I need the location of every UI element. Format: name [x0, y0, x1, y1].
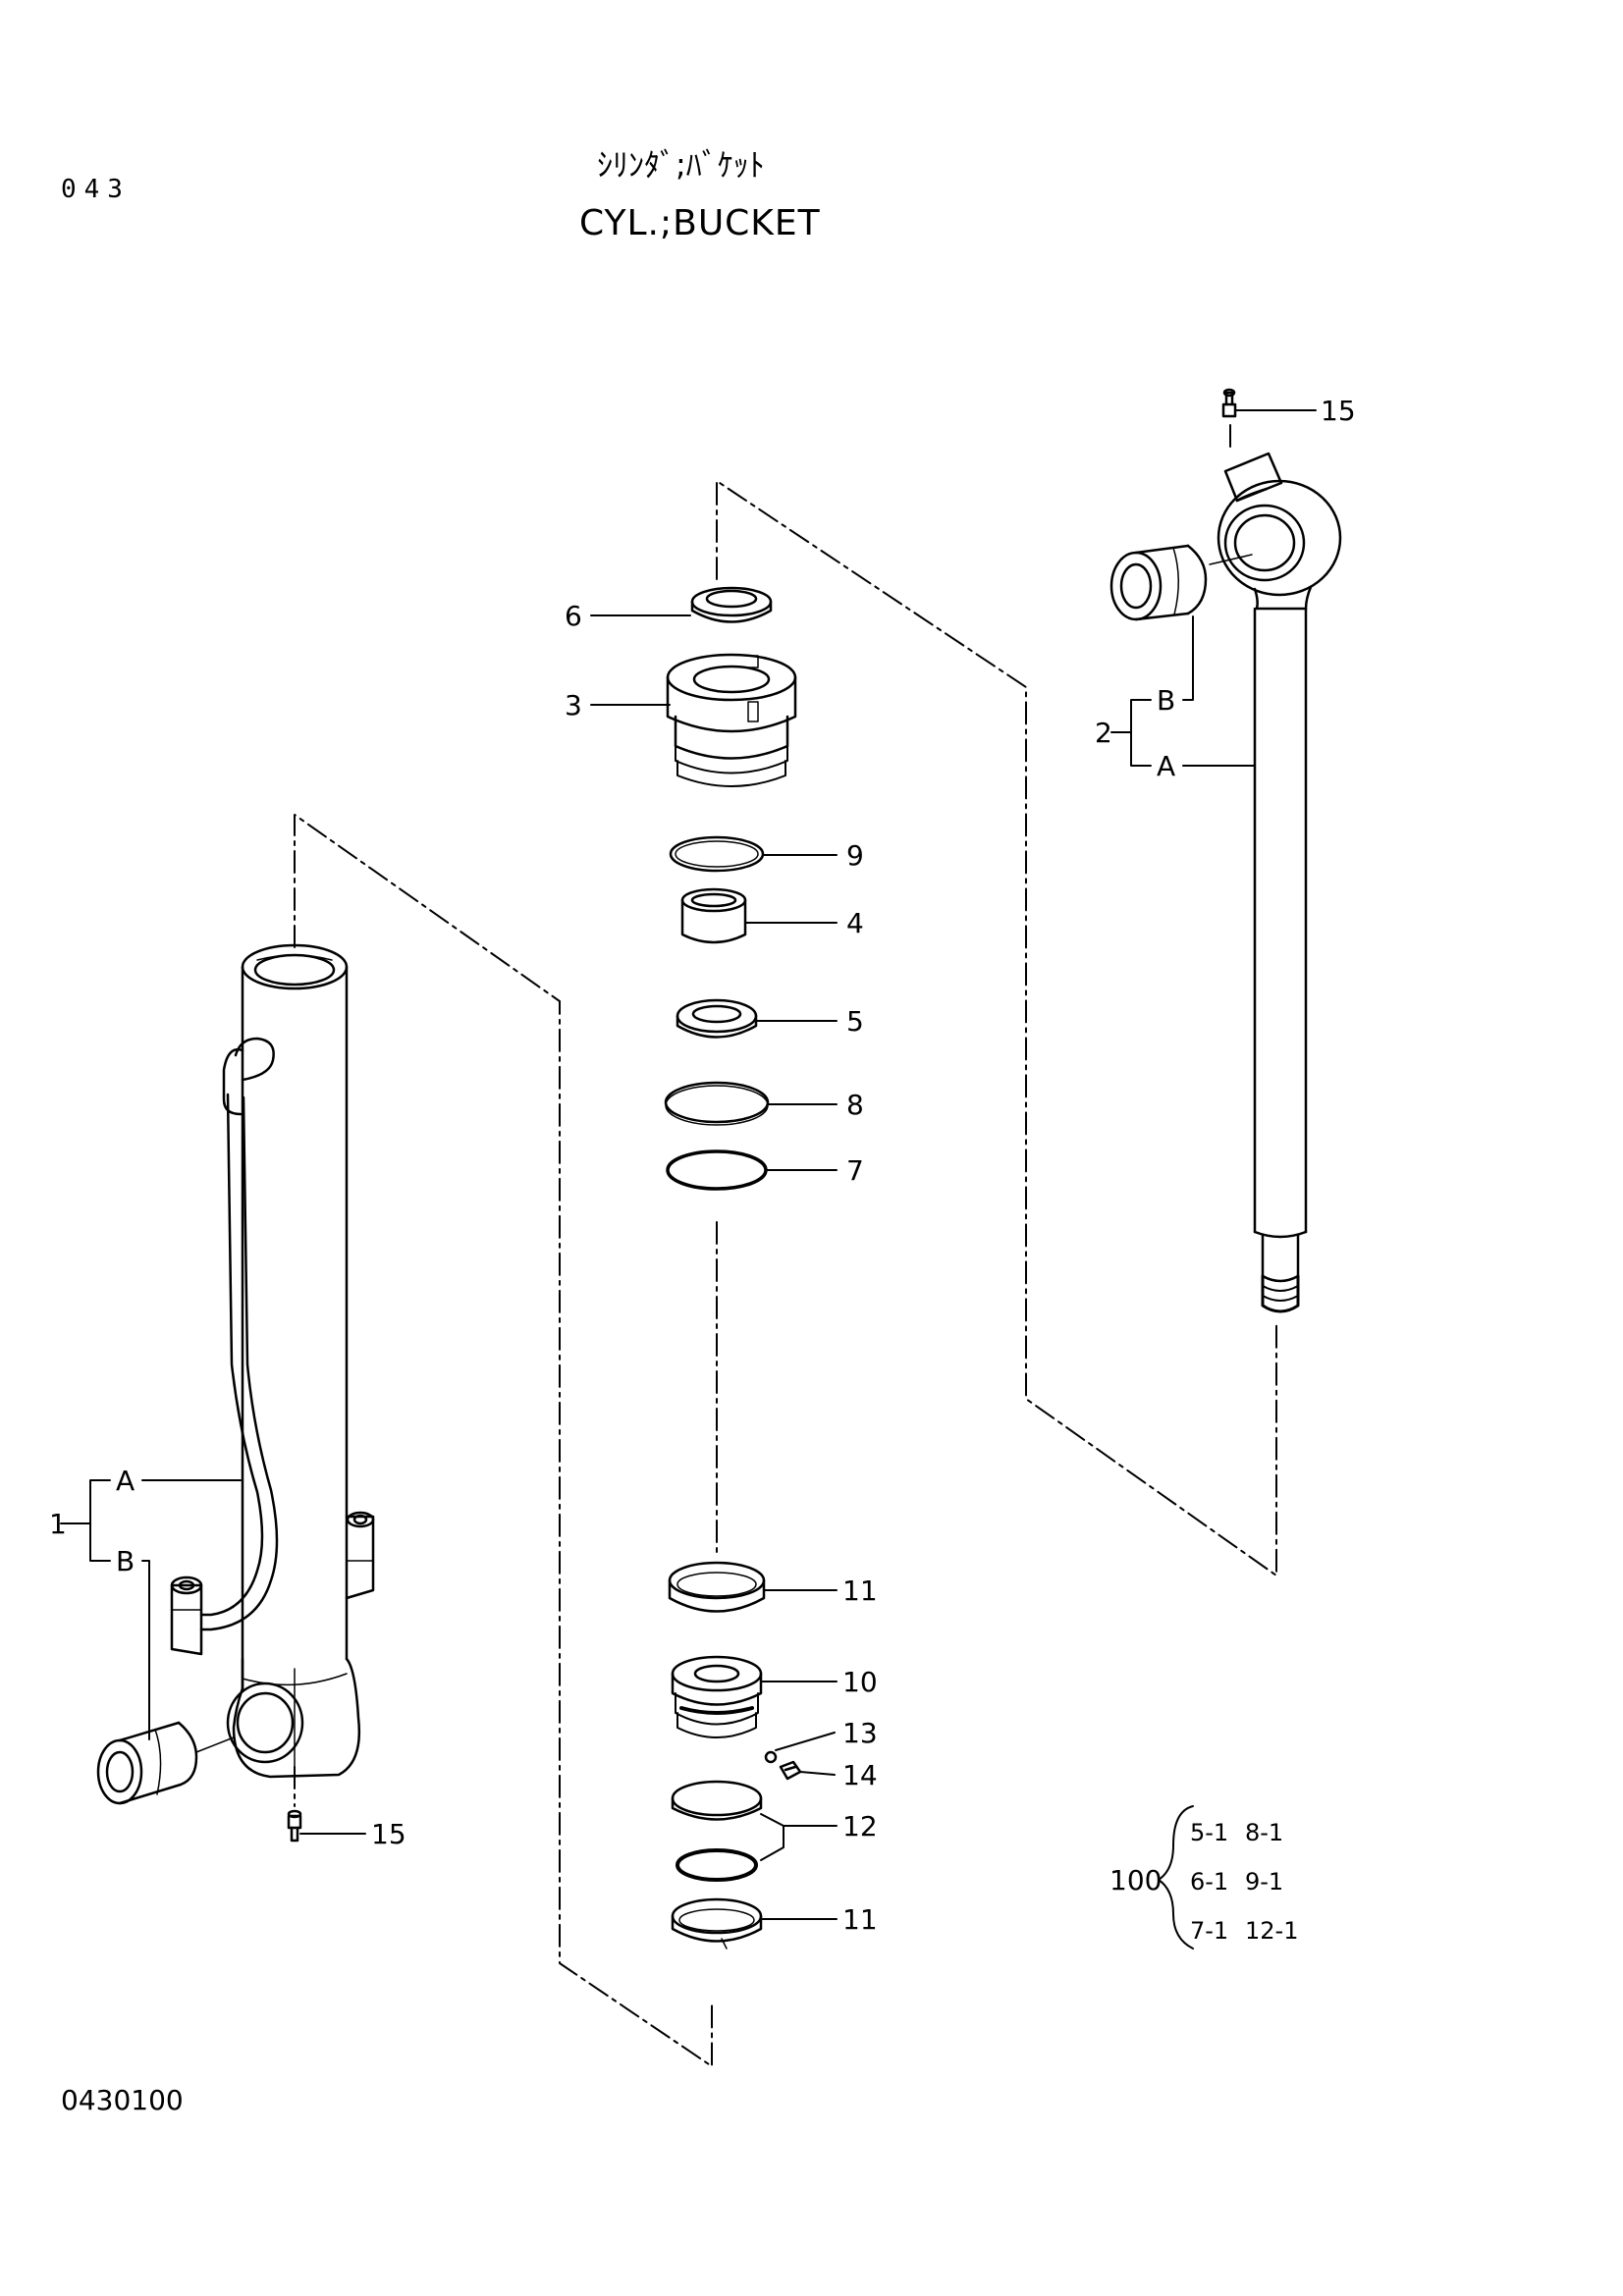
callout-labels: 1 A B 2 B A 6 3 9 4 5 8 7 11 10 13 14 12…	[49, 395, 1356, 1936]
callout-14: 14	[842, 1759, 878, 1791]
title-english: CYL.;BUCKET	[579, 203, 821, 243]
part-3-cylinder-head	[666, 653, 797, 787]
part-5-rod-seal	[676, 998, 758, 1039]
leader-lines	[60, 409, 1317, 1949]
callout-11-upper: 11	[842, 1575, 878, 1607]
callout-5: 5	[846, 1005, 864, 1038]
callout-1: 1	[49, 1508, 67, 1540]
callout-1-b: B	[116, 1545, 135, 1577]
part-7-o-ring	[666, 1149, 768, 1191]
kit-row-1-col-1: 5-1	[1190, 1819, 1228, 1846]
callout-2-a: A	[1157, 750, 1175, 782]
part-4-bushing	[680, 887, 747, 944]
part-10-piston	[671, 1655, 763, 1738]
callout-10: 10	[842, 1666, 878, 1698]
part-8-backup-ring	[664, 1081, 770, 1124]
callout-15-rod: 15	[1321, 395, 1356, 427]
kit-row-1-col-2: 8-1	[1245, 1819, 1283, 1846]
assembly-dashed-lines	[294, 424, 1277, 2067]
cylinder-tube	[96, 943, 375, 1842]
callout-3: 3	[565, 689, 582, 721]
callout-12: 12	[842, 1810, 878, 1842]
seal-kit-legend: 100 5-1 8-1 6-1 9-1 7-1 12-1	[1109, 1819, 1298, 1945]
callout-4: 4	[846, 907, 864, 939]
kit-row-3-col-2: 12-1	[1245, 1917, 1298, 1945]
callout-8: 8	[846, 1089, 864, 1121]
callout-2: 2	[1095, 717, 1112, 749]
page-number: 043	[61, 175, 131, 204]
callout-13: 13	[842, 1717, 878, 1749]
part-13-steel-ball	[764, 1750, 778, 1764]
callout-6: 6	[565, 600, 582, 632]
kit-row-2-col-1: 6-1	[1190, 1868, 1228, 1896]
callout-2-b: B	[1157, 684, 1175, 717]
part-12-slide-rings	[671, 1780, 763, 1882]
callout-11-lower: 11	[842, 1903, 878, 1936]
callout-7: 7	[846, 1154, 864, 1187]
piston-rod	[1109, 388, 1342, 1313]
part-9-o-ring	[669, 835, 765, 873]
part-6-dust-seal	[690, 586, 773, 623]
part-11-wear-ring-upper	[668, 1561, 766, 1613]
kit-row-3-col-1: 7-1	[1190, 1917, 1228, 1945]
callout-15-tube: 15	[371, 1818, 406, 1850]
callout-9: 9	[846, 839, 864, 872]
kit-number: 100	[1109, 1864, 1162, 1896]
callout-1-a: A	[116, 1465, 135, 1497]
part-11-wear-ring-lower	[671, 1897, 763, 1949]
figure-code: 0430100	[61, 2084, 184, 2116]
part-14-set-screw	[779, 1760, 802, 1781]
kit-row-2-col-2: 9-1	[1245, 1868, 1283, 1896]
title-japanese: ｼﾘﾝﾀﾞ;ﾊﾞｹｯﾄ	[597, 146, 765, 184]
